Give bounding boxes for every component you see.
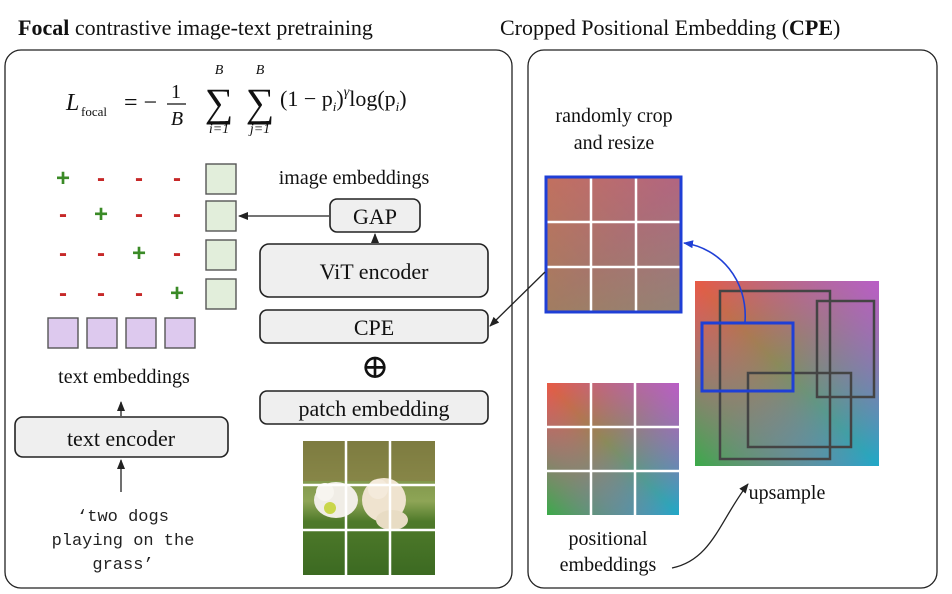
- text-embedding-row: [47, 317, 196, 349]
- add-symbol: ⊕: [361, 349, 390, 386]
- text-embeddings-label: text embeddings: [58, 366, 190, 388]
- sum-i-sigma: ∑: [205, 80, 234, 125]
- positional-embedding-grid: [547, 383, 679, 515]
- caption-line: grass’: [92, 556, 153, 575]
- negative-pair-sign: -: [97, 280, 105, 307]
- cpe-title-rest: Cropped Positional Embedding (: [500, 15, 789, 40]
- negative-pair-sign: -: [59, 280, 67, 307]
- patch-embedding-box: [259, 390, 489, 425]
- cpe-title-bold: CPE: [789, 15, 833, 40]
- image-embedding-box: [205, 163, 237, 195]
- positive-pair-sign: +: [170, 280, 184, 307]
- patch-embedding-label: patch embedding: [299, 396, 450, 421]
- sum-j-lower: j=1: [248, 122, 270, 137]
- negative-pair-sign: -: [97, 240, 105, 267]
- image-embedding-box: [205, 200, 237, 232]
- upsample-label: upsample: [749, 482, 826, 504]
- focal-panel-title: Focal contrastive image-text pretraining: [18, 15, 373, 40]
- crop-label-line: and resize: [574, 132, 655, 154]
- sum-i-upper: B: [215, 63, 224, 78]
- cpe-label: CPE: [354, 315, 394, 340]
- svg-text:(1 − pi)γlog(pi): (1 − pi)γlog(pi): [280, 85, 407, 114]
- focal-title-bold: Focal: [18, 15, 69, 40]
- negative-pair-sign: -: [97, 165, 105, 192]
- image-embedding-box: [205, 239, 237, 271]
- loss-lhs: L: [65, 90, 79, 116]
- loss-term-close: ): [336, 86, 343, 111]
- caption-line: playing on the: [52, 532, 195, 551]
- upsample-arrow: [671, 483, 749, 569]
- vit-encoder-box: [259, 243, 489, 298]
- crop-selection-arrow: [683, 240, 746, 323]
- negative-pair-sign: -: [173, 165, 181, 192]
- crop-label-line: randomly crop: [555, 105, 672, 127]
- loss-term: (1 − p: [280, 86, 333, 111]
- gap-label: GAP: [353, 204, 397, 229]
- loss-log-index: i: [396, 99, 400, 114]
- loss-fraction-numerator: 1: [171, 81, 181, 103]
- similarity-sign-matrix: +----+----+----+: [56, 165, 184, 307]
- cpe-box: [259, 309, 489, 344]
- crop-to-cpe-arrow: [489, 271, 546, 327]
- text-embedding-box: [47, 317, 79, 349]
- gap-box: [329, 198, 421, 233]
- image-embeddings-label: image embeddings: [279, 167, 430, 189]
- loss-equals-minus: = −: [124, 90, 157, 116]
- positional-label-line: embeddings: [560, 554, 657, 576]
- positive-pair-sign: +: [132, 240, 146, 267]
- cpe-panel-frame: [527, 49, 938, 589]
- text-encoder-box: [14, 416, 229, 458]
- focal-loss-formula: L focal = − 1 B B ∑ i=1 B ∑ j=1 (1 − pi)…: [65, 63, 407, 137]
- focal-panel-frame: [4, 49, 513, 589]
- negative-pair-sign: -: [135, 280, 143, 307]
- negative-pair-sign: -: [173, 240, 181, 267]
- text-embedding-box: [86, 317, 118, 349]
- cropped-resized-embedding: [544, 175, 683, 314]
- loss-gamma: γ: [344, 85, 350, 100]
- sum-i-lower: i=1: [209, 122, 229, 137]
- positional-label-line: positional: [569, 528, 648, 550]
- dog-photo-patches: [303, 441, 435, 575]
- negative-pair-sign: -: [173, 201, 181, 228]
- text-embedding-box: [164, 317, 196, 349]
- focal-panel: Focal contrastive image-text pretraining…: [4, 15, 513, 589]
- image-embedding-box: [205, 278, 237, 310]
- negative-pair-sign: -: [59, 201, 67, 228]
- focal-title-rest: contrastive image-text pretraining: [69, 15, 373, 40]
- negative-pair-sign: -: [135, 165, 143, 192]
- sum-j-upper: B: [256, 63, 265, 78]
- sum-j-sigma: ∑: [246, 80, 275, 125]
- cpe-title-close: ): [833, 15, 840, 40]
- cpe-panel-title: Cropped Positional Embedding (CPE): [500, 15, 840, 40]
- loss-lhs-subscript: focal: [81, 104, 107, 119]
- text-encoder-label: text encoder: [67, 426, 176, 451]
- loss-fraction-denominator: B: [171, 108, 183, 130]
- vit-encoder-label: ViT encoder: [320, 259, 430, 284]
- loss-log: log(p: [349, 86, 395, 111]
- caption-line: ‘two dogs: [77, 508, 169, 527]
- positive-pair-sign: +: [56, 165, 70, 192]
- loss-log-close: ): [399, 86, 406, 111]
- loss-term-index: i: [333, 99, 337, 114]
- upsampled-embedding: [695, 281, 879, 466]
- text-embedding-box: [125, 317, 157, 349]
- negative-pair-sign: -: [59, 240, 67, 267]
- image-embedding-column: [205, 163, 237, 310]
- positive-pair-sign: +: [94, 201, 108, 228]
- negative-pair-sign: -: [135, 201, 143, 228]
- cpe-panel: Cropped Positional Embedding (CPE) rando…: [489, 15, 938, 589]
